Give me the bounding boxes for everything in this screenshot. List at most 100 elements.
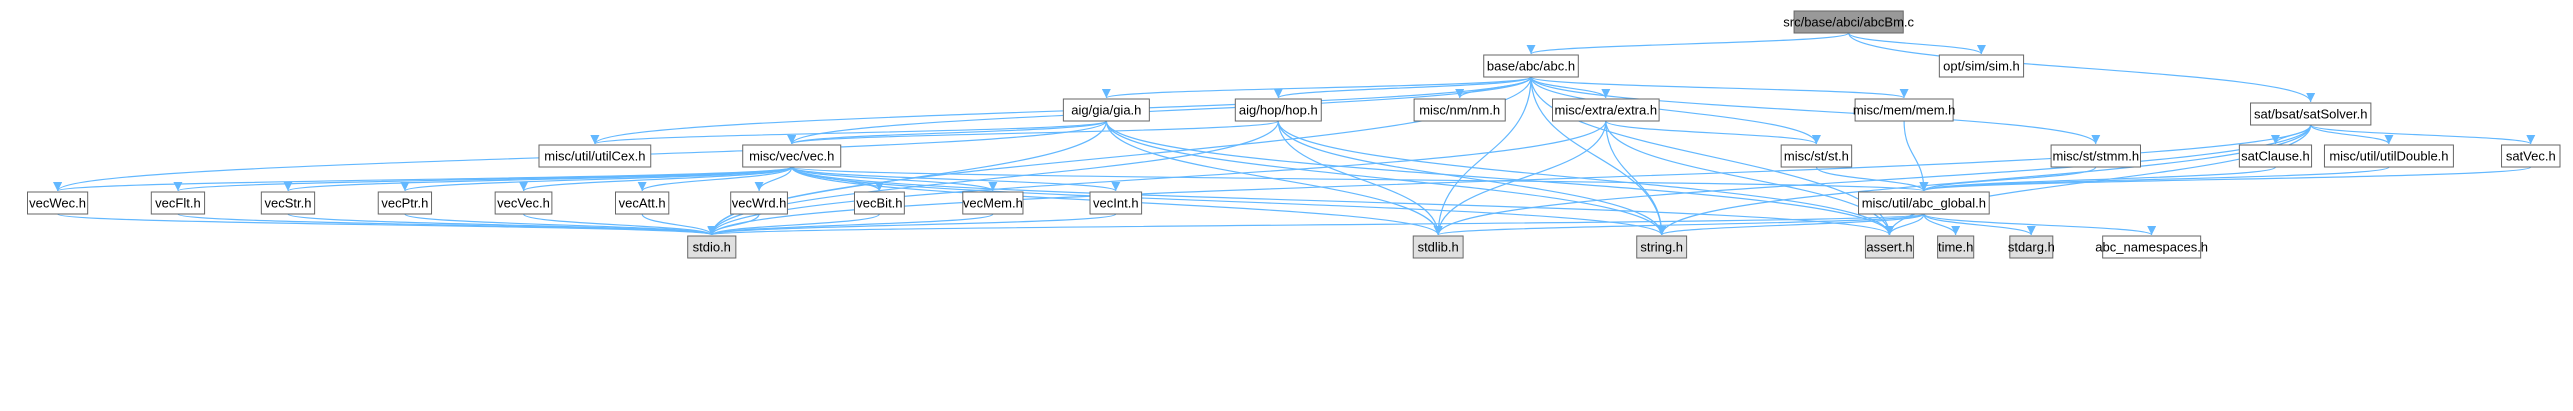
edge-abc-to-st [1530,76,1821,145]
node-box-utilDouble[interactable] [2323,144,2454,168]
node-box-vecInt[interactable] [1089,191,1143,215]
node-box-vecAtt[interactable] [615,191,670,215]
node-vecStr[interactable]: vecStr.h [260,191,316,215]
node-box-assert[interactable] [1864,235,1915,259]
edge-abcBm-to-satSolver [1848,32,2316,103]
node-nm[interactable]: misc/nm/nm.h [1413,98,1506,122]
edge-vec-to-assert [791,166,1894,236]
node-box-mem[interactable] [1854,98,1954,122]
node-label-vecInt: vecInt.h [1093,196,1139,211]
edge-abc-to-string [1530,76,1667,236]
node-label-utilCex: misc/util/utilCex.h [544,149,645,164]
node-label-hop: aig/hop/hop.h [1239,103,1318,118]
node-box-vecWrd[interactable] [730,191,788,215]
node-box-nm[interactable] [1413,98,1506,122]
node-abcBm[interactable]: src/base/abci/abcBm.c [1783,10,1915,34]
node-vecFlt[interactable]: vecFlt.h [150,191,206,215]
node-box-vecPtr[interactable] [377,191,433,215]
node-assert[interactable]: assert.h [1864,235,1915,259]
node-box-gia[interactable] [1062,98,1150,122]
node-stdio[interactable]: stdio.h [687,235,737,259]
node-box-satClause[interactable] [2238,144,2313,168]
node-box-hop[interactable] [1234,98,1322,122]
node-box-stmm[interactable] [2050,144,2141,168]
node-satVec[interactable]: satVec.h [2501,144,2561,168]
node-abc_namespaces[interactable]: abc_namespaces.h [2095,235,2208,259]
node-box-vecBit[interactable] [853,191,905,215]
node-box-time[interactable] [1937,235,1975,259]
node-box-vecVec[interactable] [494,191,553,215]
node-label-abc_namespaces: abc_namespaces.h [2095,240,2208,255]
node-abc_global[interactable]: misc/util/abc_global.h [1858,191,1990,215]
node-time[interactable]: time.h [1937,235,1975,259]
edge-abc-to-hop [1274,76,1532,99]
node-layer: src/base/abci/abcBm.c base/abc/abc.h opt/s… [27,10,2561,259]
node-box-vec[interactable] [742,144,842,168]
node-label-nm: misc/nm/nm.h [1419,103,1500,118]
node-string[interactable]: string.h [1636,235,1688,259]
node-satSolver[interactable]: sat/bsat/satSolver.h [2250,102,2372,126]
node-hop[interactable]: aig/hop/hop.h [1234,98,1322,122]
node-label-vecBit: vecBit.h [856,196,902,211]
node-sim[interactable]: opt/sim/sim.h [1938,54,2025,78]
node-label-sim: opt/sim/sim.h [1943,59,2020,74]
node-label-stdlib: stdlib.h [1418,240,1459,255]
node-label-vecStr: vecStr.h [264,196,311,211]
edge-vecMem-to-stdio [707,213,994,236]
node-box-satSolver[interactable] [2250,102,2372,126]
node-box-stdio[interactable] [687,235,737,259]
node-gia[interactable]: aig/gia/gia.h [1062,98,1150,122]
node-mem[interactable]: misc/mem/mem.h [1853,98,1956,122]
node-vecWec[interactable]: vecWec.h [27,191,89,215]
node-vecBit[interactable]: vecBit.h [853,191,905,215]
node-box-abc[interactable] [1483,54,1579,78]
node-stdlib[interactable]: stdlib.h [1412,235,1464,259]
node-box-stdarg[interactable] [2009,235,2054,259]
node-label-gia: aig/gia/gia.h [1071,103,1141,118]
node-box-st[interactable] [1780,144,1853,168]
node-stdarg[interactable]: stdarg.h [2008,235,2055,259]
edge-extra-to-st [1605,120,1821,145]
node-box-abcBm[interactable] [1793,10,1904,34]
node-vecAtt[interactable]: vecAtt.h [615,191,670,215]
node-vecVec[interactable]: vecVec.h [494,191,553,215]
node-vecPtr[interactable]: vecPtr.h [377,191,433,215]
node-vecInt[interactable]: vecInt.h [1089,191,1143,215]
edge-satSolver-to-assert [1885,124,2312,236]
node-utilDouble[interactable]: misc/util/utilDouble.h [2323,144,2454,168]
node-box-sim[interactable] [1938,54,2025,78]
node-vec[interactable]: misc/vec/vec.h [742,144,842,168]
node-box-utilCex[interactable] [538,144,652,168]
edge-vec-to-vecWrd [754,166,793,192]
node-vecMem[interactable]: vecMem.h [962,191,1024,215]
edge-abc_global-to-stdarg [1923,213,2036,236]
node-box-extra[interactable] [1552,98,1660,122]
edge-gia-to-utilCex [590,120,1107,145]
node-satClause[interactable]: satClause.h [2238,144,2313,168]
node-box-vecWec[interactable] [27,191,89,215]
node-box-vecMem[interactable] [962,191,1024,215]
node-stmm[interactable]: misc/st/stmm.h [2050,144,2141,168]
node-box-satVec[interactable] [2501,144,2561,168]
node-label-vecVec: vecVec.h [497,196,550,211]
node-label-vecWrd: vecWrd.h [732,196,787,211]
node-vecWrd[interactable]: vecWrd.h [730,191,788,215]
node-label-abc_global: misc/util/abc_global.h [1862,196,1986,211]
node-st[interactable]: misc/st/st.h [1780,144,1853,168]
node-label-mem: misc/mem/mem.h [1853,103,1956,118]
edge-utilDouble-to-abc_global [1919,166,2390,192]
edge-abc-to-stdlib [1433,76,1532,236]
edge-mem-to-abc_global [1903,120,1929,192]
node-box-abc_namespaces[interactable] [2102,235,2202,259]
node-extra[interactable]: misc/extra/extra.h [1552,98,1660,122]
node-box-vecStr[interactable] [260,191,316,215]
node-abc[interactable]: base/abc/abc.h [1483,54,1579,78]
edge-vecStr-to-stdio [287,213,716,236]
node-box-abc_global[interactable] [1858,191,1990,215]
node-utilCex[interactable]: misc/util/utilCex.h [538,144,652,168]
node-box-vecFlt[interactable] [150,191,206,215]
edge-abc-to-vec [787,76,1532,145]
node-box-string[interactable] [1636,235,1688,259]
node-box-stdlib[interactable] [1412,235,1464,259]
